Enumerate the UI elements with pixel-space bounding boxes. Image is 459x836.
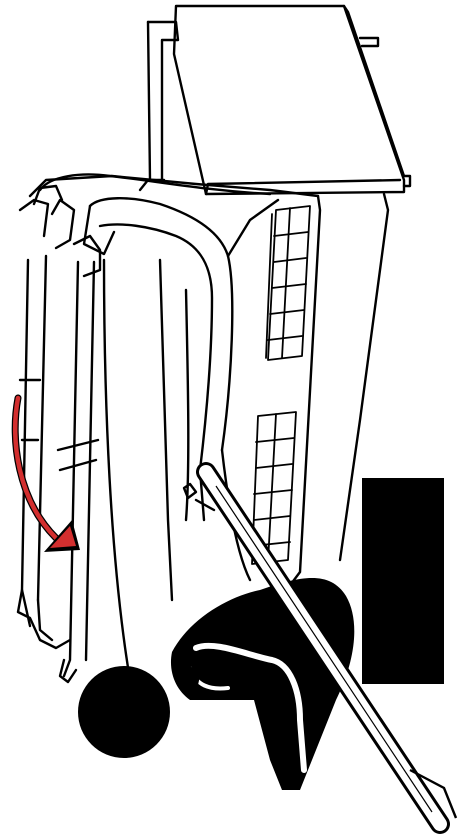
- crib-icon: [18, 6, 410, 682]
- mattress-board: [174, 6, 404, 194]
- mesh-panel: [252, 206, 310, 564]
- furniture-block-icon: [362, 478, 444, 684]
